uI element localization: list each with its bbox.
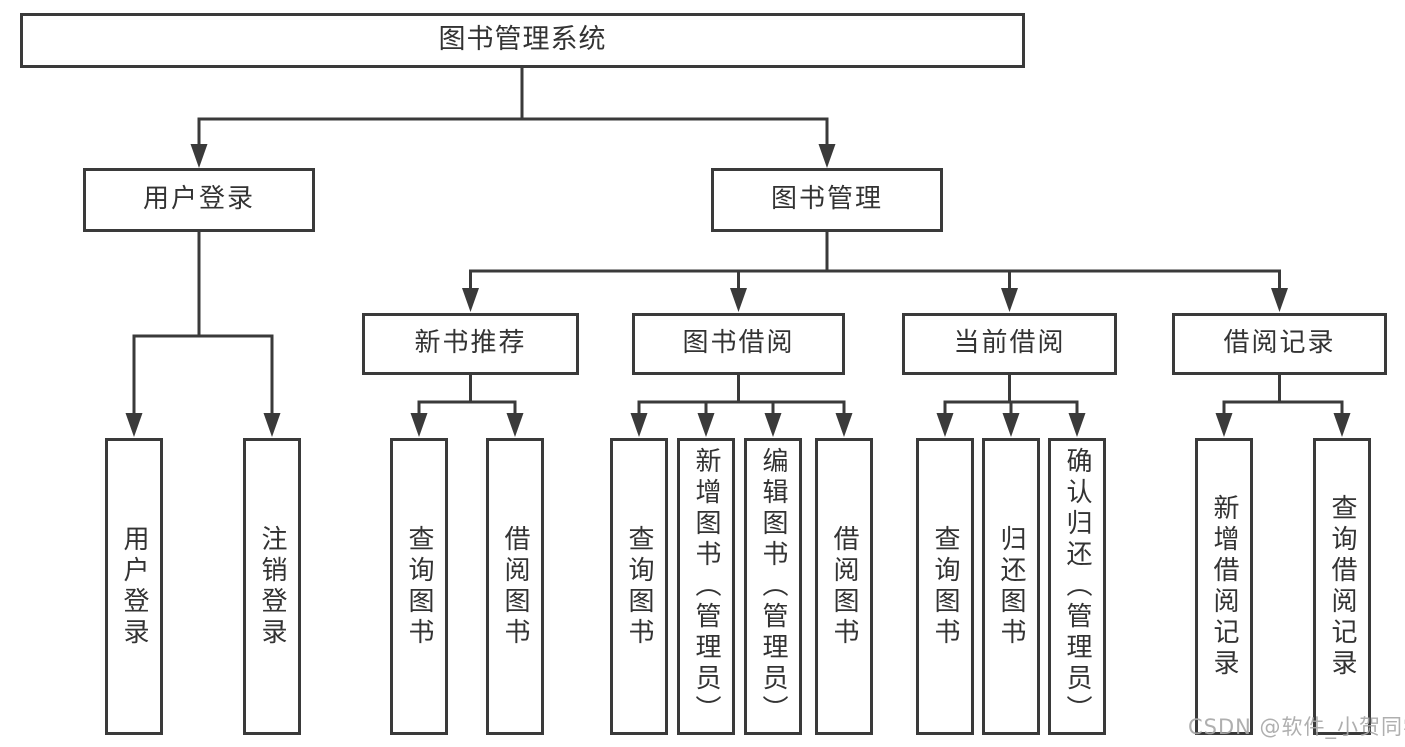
- arrow-to-borrow-record: [1271, 288, 1288, 312]
- leaf-borrow-book-recommend: 借阅图书: [486, 438, 544, 735]
- leaf-query-book-current-label: 查询图书: [930, 524, 960, 649]
- node-new-book-recommend: 新书推荐: [362, 313, 579, 375]
- arrow-to-book-borrow: [730, 288, 747, 312]
- leaf-borrow-book-label: 借阅图书: [829, 524, 859, 649]
- leaf-edit-book-admin: 编辑图书（管理员）: [744, 438, 802, 735]
- node-root: 图书管理系统: [20, 13, 1025, 68]
- arrow-to-leaf-query-record: [1333, 413, 1351, 437]
- leaf-borrow-book: 借阅图书: [815, 438, 873, 735]
- leaf-add-book-admin-label: 新增图书（管理员）: [691, 447, 721, 726]
- leaf-add-borrow-record: 新增借阅记录: [1195, 438, 1253, 735]
- node-new-book-recommend-label: 新书推荐: [414, 328, 527, 359]
- leaf-query-book-recommend-label: 查询图书: [404, 524, 434, 649]
- node-user-login-label: 用户登录: [142, 184, 255, 215]
- arrow-to-leaf-add-book: [697, 413, 715, 437]
- arrow-to-leaf-query-book-current: [936, 413, 954, 437]
- node-borrow-record-label: 借阅记录: [1223, 328, 1336, 359]
- arrow-to-leaf-user-login: [125, 413, 143, 437]
- csdn-watermark: CSDN @软件_小贺同学: [1188, 715, 1405, 739]
- arrow-to-book-management: [818, 144, 836, 168]
- leaf-logout-label: 注销登录: [257, 524, 287, 649]
- arrow-to-current-borrow: [1001, 288, 1018, 312]
- leaf-edit-book-admin-label: 编辑图书（管理员）: [758, 447, 788, 726]
- leaf-user-login-label: 用户登录: [119, 524, 149, 649]
- leaf-add-book-admin: 新增图书（管理员）: [677, 438, 735, 735]
- node-current-borrow: 当前借阅: [902, 313, 1117, 375]
- leaf-query-book-borrow-label: 查询图书: [624, 524, 654, 649]
- arrow-to-leaf-query-book-recommend: [410, 413, 428, 437]
- node-book-borrow: 图书借阅: [632, 313, 845, 375]
- arrow-to-leaf-logout: [263, 413, 281, 437]
- arrow-to-leaf-borrow-book-recommend: [506, 413, 524, 437]
- arrow-to-leaf-borrow-book: [835, 413, 853, 437]
- leaf-confirm-return-admin-label: 确认归还（管理员）: [1062, 447, 1092, 726]
- connector-current-borrow-children: [943, 373, 1079, 418]
- connector-root-children: [197, 65, 829, 148]
- node-book-management-label: 图书管理: [770, 184, 883, 215]
- leaf-borrow-book-recommend-label: 借阅图书: [500, 524, 530, 649]
- leaf-query-book-recommend: 查询图书: [390, 438, 448, 735]
- leaf-query-book-current: 查询图书: [916, 438, 974, 735]
- node-user-login: 用户登录: [83, 168, 315, 232]
- leaf-logout: 注销登录: [243, 438, 301, 735]
- leaf-confirm-return-admin: 确认归还（管理员）: [1048, 438, 1106, 735]
- node-root-label: 图书管理系统: [438, 24, 607, 56]
- arrow-to-user-login: [190, 144, 208, 168]
- arrow-to-leaf-return-book: [1002, 413, 1020, 437]
- connector-borrow-record-children: [1222, 373, 1344, 418]
- connector-user-login-children: [132, 230, 274, 418]
- connector-book-borrow-children: [637, 373, 846, 418]
- node-current-borrow-label: 当前借阅: [953, 328, 1066, 359]
- leaf-add-borrow-record-label: 新增借阅记录: [1209, 493, 1239, 680]
- arrow-to-leaf-query-book-borrow: [630, 413, 648, 437]
- node-book-management: 图书管理: [711, 168, 943, 232]
- leaf-query-borrow-record: 查询借阅记录: [1313, 438, 1371, 735]
- node-book-borrow-label: 图书借阅: [682, 328, 795, 359]
- leaf-return-book-label: 归还图书: [996, 524, 1026, 649]
- leaf-query-book-borrow: 查询图书: [610, 438, 668, 735]
- arrow-to-new-book: [462, 288, 479, 312]
- arrow-to-leaf-add-record: [1215, 413, 1233, 437]
- leaf-query-borrow-record-label: 查询借阅记录: [1327, 493, 1357, 680]
- connector-book-management-children: [469, 230, 1281, 293]
- node-borrow-record: 借阅记录: [1172, 313, 1387, 375]
- arrow-to-leaf-edit-book: [764, 413, 782, 437]
- arrow-to-leaf-confirm-return: [1068, 413, 1086, 437]
- connector-new-book-children: [417, 373, 517, 418]
- leaf-user-login: 用户登录: [105, 438, 163, 735]
- arrowheads: [125, 144, 1351, 437]
- leaf-return-book: 归还图书: [982, 438, 1040, 735]
